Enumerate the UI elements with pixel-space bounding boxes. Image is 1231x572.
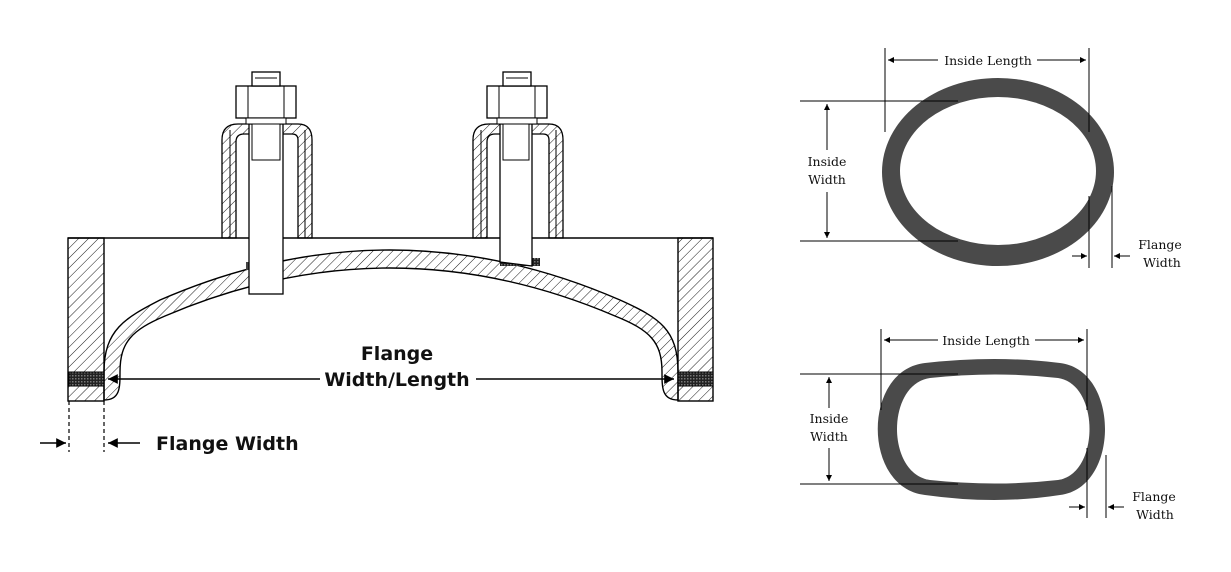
obround-inside-width-label-line1: Inside (810, 411, 849, 426)
cover-cross-section: Flange Width/Length Flange Width (40, 71, 714, 455)
obround-gasket-hole (897, 374, 1090, 484)
oval-gasket-diagram: Inside Length Inside Width Flange Width (800, 48, 1182, 270)
right-gasket (677, 371, 714, 387)
left-gasket (68, 371, 105, 387)
flange-length-label-line2: Width/Length (324, 369, 469, 391)
flange-length-label-line1: Flange (361, 343, 433, 365)
oval-inside-length-label: Inside Length (944, 53, 1032, 68)
obround-inside-width-label-line2: Width (810, 429, 848, 444)
obround-inside-length-label: Inside Length (942, 333, 1030, 348)
oval-gasket-hole (900, 97, 1096, 245)
oval-inside-width-label-line2: Width (808, 172, 846, 187)
oval-inside-width-label-line1: Inside (808, 154, 847, 169)
flange-width-label: Flange Width (156, 433, 299, 455)
obround-gasket-diagram: Inside Length Inside Width Flange Width (800, 329, 1176, 522)
right-clamp (472, 71, 564, 267)
oval-flange-width-label-line1: Flange (1138, 237, 1182, 252)
oval-flange-width-label-line2: Width (1143, 255, 1181, 270)
left-clamp (221, 71, 313, 295)
obround-flange-width-label-line2: Width (1136, 507, 1174, 522)
obround-flange-width-label-line1: Flange (1132, 489, 1176, 504)
